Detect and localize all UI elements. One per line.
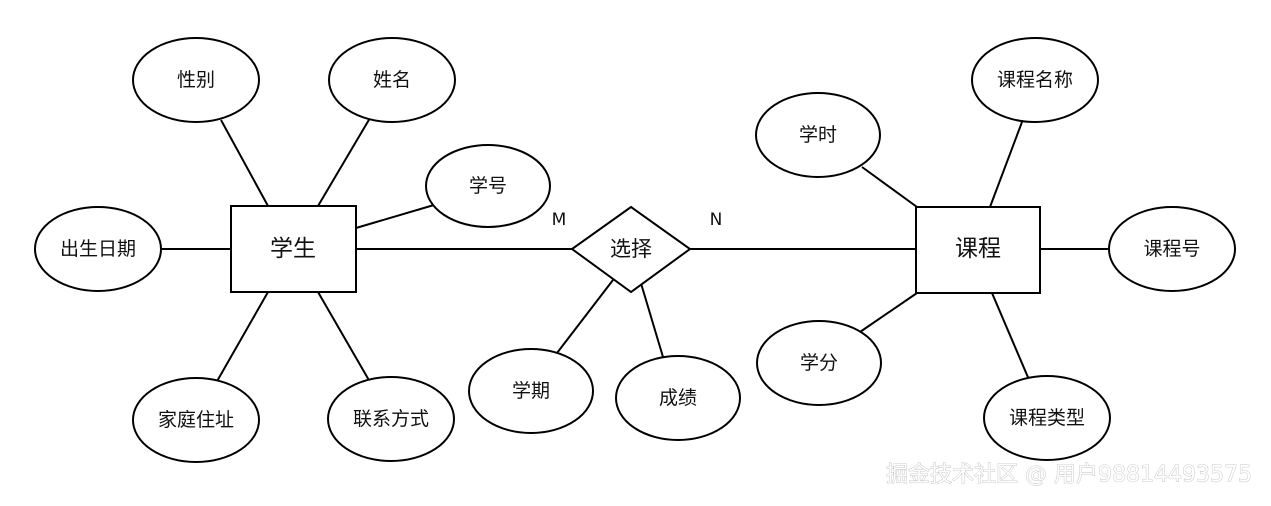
edge-student-student-no <box>355 204 435 229</box>
edge-course-hours <box>861 166 918 208</box>
edges <box>161 117 1110 384</box>
attribute-course-type-label: 课程类型 <box>1009 407 1085 429</box>
attribute-grade: 成绩 <box>615 355 741 441</box>
attribute-contact-label: 联系方式 <box>353 408 429 430</box>
attribute-hours: 学时 <box>755 92 881 178</box>
cardinality-course-side: N <box>710 210 723 230</box>
attribute-course-no-label: 课程号 <box>1143 238 1200 260</box>
edge-course-course-type <box>991 292 1031 383</box>
edge-student-name <box>317 117 371 207</box>
attribute-student-no-label: 学号 <box>469 175 507 197</box>
cardinality-student-side: M <box>552 210 567 230</box>
entity-student-label: 学生 <box>270 236 316 262</box>
attribute-name-label: 姓名 <box>373 69 411 91</box>
edge-student-contact <box>317 291 371 383</box>
attribute-credit-label: 学分 <box>800 352 838 374</box>
entity-student: 学生 <box>230 205 357 293</box>
attribute-grade-label: 成绩 <box>659 387 697 409</box>
attribute-name: 姓名 <box>328 37 456 123</box>
attribute-contact: 联系方式 <box>327 376 455 462</box>
attribute-home-address-label: 家庭住址 <box>158 409 234 431</box>
edge-course-course-name <box>989 121 1023 208</box>
relationship-select-label: 选择 <box>610 237 652 261</box>
entity-course: 课程 <box>915 206 1041 294</box>
attribute-gender-label: 性别 <box>177 69 215 91</box>
attribute-hours-label: 学时 <box>799 124 837 146</box>
attribute-semester: 学期 <box>468 348 594 434</box>
edge-select-semester <box>556 279 614 354</box>
attribute-student-no: 学号 <box>425 144 551 228</box>
relationship-select: 选择 <box>570 205 692 294</box>
attribute-birth-date-label: 出生日期 <box>60 238 136 260</box>
attribute-semester-label: 学期 <box>512 380 550 402</box>
attribute-birth-date: 出生日期 <box>34 206 162 292</box>
attribute-course-name-label: 课程名称 <box>997 69 1073 91</box>
attribute-course-name: 课程名称 <box>971 37 1099 123</box>
attribute-gender: 性别 <box>132 37 260 123</box>
attribute-course-no: 课程号 <box>1108 206 1236 292</box>
watermark: 掘金技术社区 @ 用户98814493575 <box>886 463 1252 488</box>
attribute-home-address: 家庭住址 <box>132 377 260 463</box>
entity-course-label: 课程 <box>955 236 1001 262</box>
edge-select-grade <box>639 279 664 358</box>
edge-course-credit <box>859 292 918 333</box>
edge-student-home-address <box>215 291 269 384</box>
edge-student-gender <box>220 119 269 207</box>
attribute-course-type: 课程类型 <box>983 375 1111 461</box>
attribute-credit: 学分 <box>756 320 882 406</box>
